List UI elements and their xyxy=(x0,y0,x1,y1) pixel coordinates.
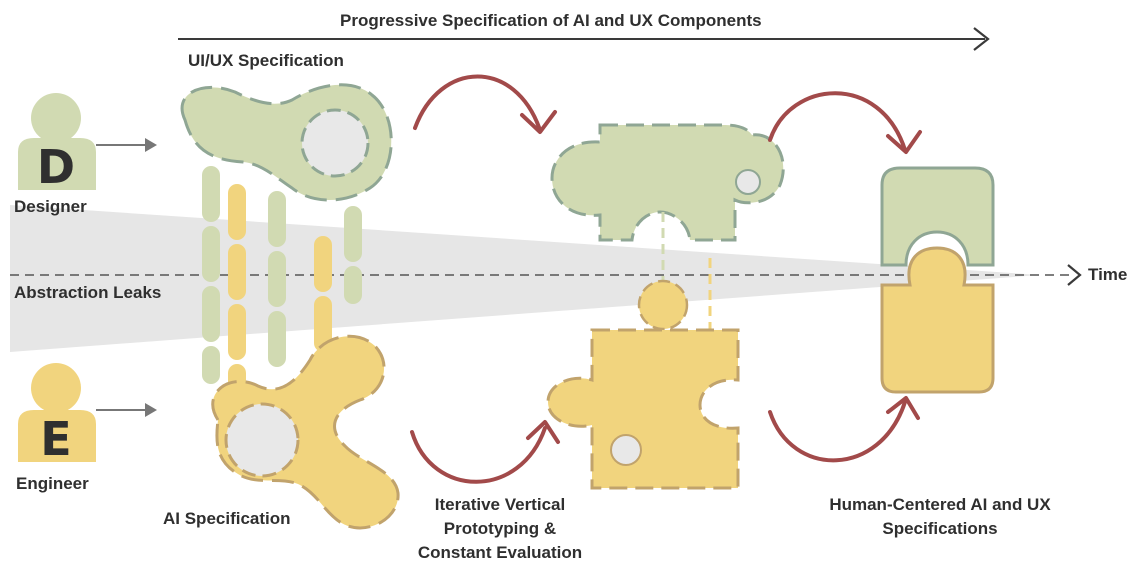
time-label: Time xyxy=(1088,265,1128,284)
final-spec-piece xyxy=(880,166,995,394)
ai-puzzle-piece xyxy=(546,258,740,490)
progress-arrow xyxy=(178,27,990,51)
ai-spec-blob xyxy=(211,334,400,530)
diagram-title: Progressive Specification of AI and UX C… xyxy=(340,11,762,30)
iterative-label-line-1: Iterative Vertical xyxy=(434,495,566,514)
abstraction-leak-dashes xyxy=(202,166,362,404)
engineer-label: Engineer xyxy=(16,474,89,493)
ux-puzzle-piece xyxy=(550,123,785,290)
abstraction-cone xyxy=(10,205,1040,352)
ai-spec-label: AI Specification xyxy=(163,509,291,528)
iterative-label-line-2: Prototyping & xyxy=(443,519,557,538)
ui-ux-spec-label: UI/UX Specification xyxy=(188,51,344,70)
human-centered-label-line-1: Human-Centered AI and UX xyxy=(829,495,1051,514)
iteration-arrows xyxy=(410,74,922,484)
time-axis xyxy=(10,264,1082,286)
ui-ux-spec-blob xyxy=(180,83,393,202)
designer-letter: D xyxy=(36,140,76,194)
engineer-arrow xyxy=(96,403,157,417)
engineer-avatar xyxy=(18,363,96,462)
engineer-letter: E xyxy=(40,412,72,466)
iterative-label-line-3: Constant Evaluation xyxy=(417,543,583,562)
abstraction-leaks-label: Abstraction Leaks xyxy=(14,283,162,302)
designer-arrow xyxy=(96,138,157,152)
designer-label: Designer xyxy=(14,197,87,216)
human-centered-label-line-2: Specifications xyxy=(882,519,998,538)
designer-avatar xyxy=(18,93,96,190)
